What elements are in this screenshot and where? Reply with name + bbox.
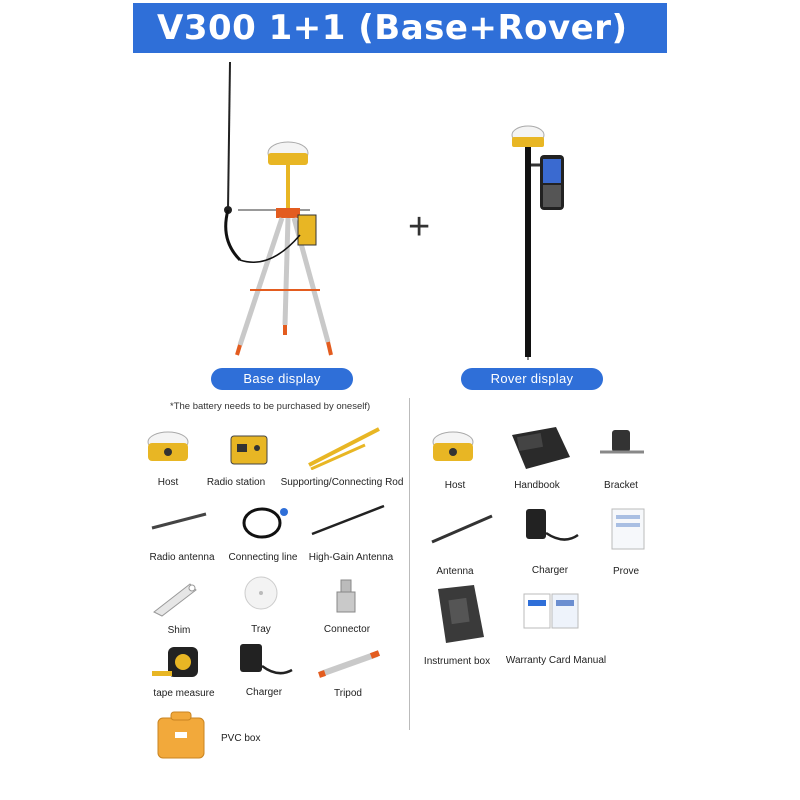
prove-image [611,508,645,550]
rover-host-image [432,431,474,461]
handbook-image [512,427,570,469]
rover-item-host: Host [444,480,466,491]
rover-item-bracket: Bracket [604,480,638,491]
rover-item-warranty-card-manual: Warranty Card Manual [505,655,607,666]
base-item-radio-station: Radio station [206,477,266,488]
base-item-charger: Charger [245,687,283,698]
supporting-rod-image [308,427,380,470]
base-item-radio-antenna: Radio antenna [149,552,215,563]
base-charger-image [240,644,293,675]
tape-measure-image [152,647,198,677]
high-gain-antenna-image [311,504,385,536]
bracket-image [600,430,644,454]
rover-item-prove: Prove [612,566,640,577]
title-banner: V300 1+1 (Base+Rover) [133,3,667,53]
instrument-box-image [438,585,484,643]
warranty-card-image [523,593,579,629]
base-item-high-gain-antenna: High-Gain Antenna [308,552,394,563]
tray-image [244,576,278,610]
radio-antenna-image [151,512,207,530]
base-item-connector: Connector [323,624,371,635]
battery-note: *The battery needs to be purchased by on… [170,401,371,412]
connector-image [336,579,356,613]
base-item-connecting-line: Connecting line [228,552,298,563]
tripod-image [318,650,381,678]
section-divider [409,398,410,730]
shim-image [153,583,197,617]
rover-item-charger: Charger [531,565,569,576]
radio-station-image [230,435,268,465]
base-station-image [224,61,333,356]
connecting-line-image [242,507,288,539]
plus-sign: + [408,206,431,248]
rover-item-handbook: Handbook [514,480,560,491]
pvc-box-image [157,711,205,759]
base-item-shim: Shim [167,625,191,636]
base-host-image [147,431,189,461]
rover-image [511,125,564,360]
rover-charger-image [526,509,579,541]
rover-item-instrument-box: Instrument box [423,656,491,667]
base-item-tape-measure: tape measure [153,688,215,699]
base-item-host: Host [157,477,179,488]
base-item-tripod: Tripod [334,688,362,699]
base-display-label: Base display [211,368,353,390]
rover-item-antenna: Antenna [436,566,474,577]
rover-antenna-image [431,514,493,544]
base-item-tray: Tray [251,624,271,635]
base-item-pvc-box: PVC box [221,733,261,744]
rover-display-label: Rover display [461,368,603,390]
base-item-supporting-rod: Supporting/Connecting Rod [280,477,404,488]
